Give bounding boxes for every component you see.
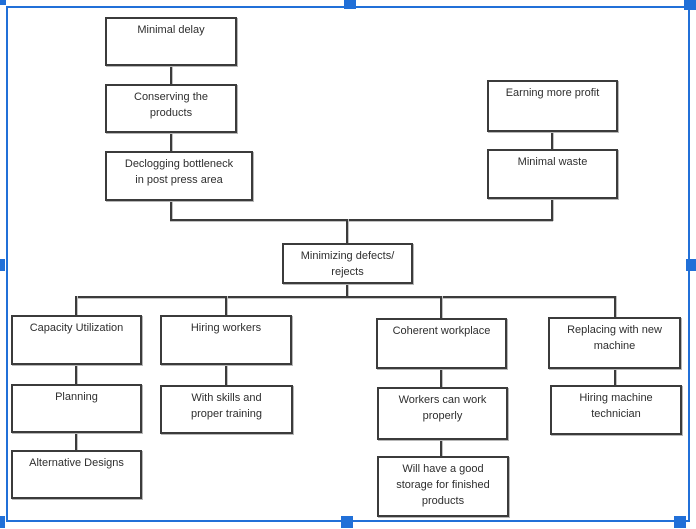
connector-line [225,296,227,315]
node-minimal-waste: Minimal waste [487,149,618,199]
connector-line [75,365,77,384]
connector-line [551,132,553,149]
connector-line [551,198,553,221]
node-hiring-machine: Hiring machine technician [550,385,682,435]
node-minimizing: Minimizing defects/ rejects [282,243,413,284]
connector-line [440,296,442,318]
connector-line [614,369,616,385]
node-minimal-delay: Minimal delay [105,17,237,66]
connector-line [440,440,442,456]
node-earning: Earning more profit [487,80,618,132]
resize-handle-top-center[interactable] [344,0,356,9]
node-replacing: Replacing with new machine [548,317,681,369]
node-will-have: Will have a good storage for finished pr… [377,456,509,517]
resize-handle-middle-left[interactable] [0,259,5,271]
node-hiring-workers: Hiring workers [160,315,292,365]
connector-line [614,296,616,317]
connector-line [170,66,172,84]
connector-line [225,365,227,385]
connector-line [170,201,172,221]
resize-handle-bottom-right[interactable] [674,516,686,528]
node-planning: Planning [11,384,142,433]
connector-line [346,284,348,298]
resize-handle-middle-right[interactable] [686,259,696,271]
node-conserving: Conserving the products [105,84,237,133]
selected-diagram-image[interactable]: Minimal delay Conserving the products De… [8,8,688,520]
connector-line [170,133,172,151]
node-workers-can: Workers can work properly [377,387,508,440]
connector-line [75,433,77,450]
connector-line [346,219,348,243]
node-declogging: Declogging bottleneck in post press area [105,151,253,201]
resize-handle-bottom-center[interactable] [341,516,353,528]
node-alternative: Alternative Designs [11,450,142,499]
node-coherent: Coherent workplace [376,318,507,369]
connector-line [75,296,616,298]
connector-line [440,369,442,387]
resize-handle-top-left[interactable] [0,0,6,5]
node-capacity: Capacity Utilization [11,315,142,365]
resize-handle-top-right[interactable] [684,0,696,10]
node-with-skills: With skills and proper training [160,385,293,434]
connector-line [170,219,553,221]
resize-handle-bottom-left[interactable] [0,516,5,528]
connector-line [75,296,77,315]
